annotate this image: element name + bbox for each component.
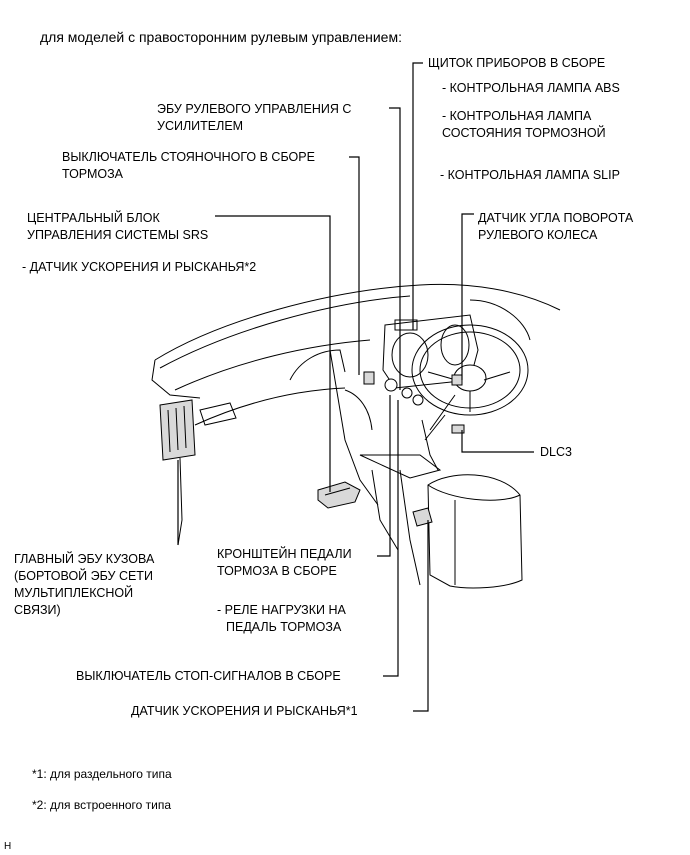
label-parking-brake-line2: ТОРМОЗА — [62, 167, 124, 181]
label-yaw-sensor-1: ДАТЧИК УСКОРЕНИЯ И РЫСКАНЬЯ*1 — [131, 704, 358, 718]
label-eps-ecu-line1: ЭБУ РУЛЕВОГО УПРАВЛЕНИЯ С — [157, 102, 352, 116]
label-body-ecu-line3: МУЛЬТИПЛЕКСНОЙ — [14, 586, 134, 600]
srs-center-unit-shape — [317, 481, 361, 509]
label-srs-line1: ЦЕНТРАЛЬНЫЙ БЛОК — [27, 211, 160, 225]
dashboard-outline — [151, 283, 561, 586]
footnote-1: *1: для раздельного типа — [32, 767, 172, 781]
column-parts-shape — [363, 371, 465, 434]
label-pedal-bracket-line1: КРОНШТЕЙН ПЕДАЛИ — [217, 547, 352, 561]
label-load-relay-line2: ПЕДАЛЬ ТОРМОЗА — [226, 620, 342, 634]
corner-mark: H — [4, 841, 12, 852]
label-pedal-bracket-line2: ТОРМОЗА В СБОРЕ — [217, 564, 337, 578]
label-steering-sensor-line1: ДАТЧИК УГЛА ПОВОРОТА — [478, 211, 634, 225]
label-slip-lamp: - КОНТРОЛЬНАЯ ЛАМПА SLIP — [440, 168, 620, 182]
main-body-ecu-shape — [159, 399, 196, 461]
center-console-shape — [427, 474, 523, 589]
label-body-ecu-line2: (БОРТОВОЙ ЭБУ СЕТИ — [14, 569, 153, 583]
combination-meter-shape — [382, 314, 479, 389]
label-yaw-sensor-2: - ДАТЧИК УСКОРЕНИЯ И РЫСКАНЬЯ*2 — [22, 260, 257, 274]
yaw-sensor-shape — [412, 507, 433, 527]
label-abs-lamp: - КОНТРОЛЬНАЯ ЛАМПА ABS — [442, 81, 620, 95]
label-body-ecu-line4: СВЯЗИ) — [14, 603, 61, 617]
label-brake-lamp-line1: - КОНТРОЛЬНАЯ ЛАМПА — [442, 109, 592, 123]
label-eps-ecu-line2: УСИЛИТЕЛЕМ — [157, 119, 244, 133]
label-dlc3: DLC3 — [540, 445, 572, 459]
leader-lines — [177, 62, 534, 712]
label-brake-lamp-line2: СОСТОЯНИЯ ТОРМОЗНОЙ — [442, 126, 606, 140]
label-combination-meter: ЩИТОК ПРИБОРОВ В СБОРЕ — [428, 56, 606, 70]
label-steering-sensor-line2: РУЛЕВОГО КОЛЕСА — [478, 228, 598, 242]
label-parking-brake-line1: ВЫКЛЮЧАТЕЛЬ СТОЯНОЧНОГО В СБОРЕ — [62, 150, 315, 164]
label-body-ecu-line1: ГЛАВНЫЙ ЭБУ КУЗОВА — [14, 552, 155, 566]
diagram-heading: для моделей с правосторонним рулевым упр… — [40, 29, 402, 45]
footnote-2: *2: для встроенного типа — [32, 798, 172, 812]
label-load-relay-line1: - РЕЛЕ НАГРУЗКИ НА — [217, 603, 346, 617]
label-srs-line2: УПРАВЛЕНИЯ СИСТЕМЫ SRS — [27, 228, 209, 242]
label-stop-switch: ВЫКЛЮЧАТЕЛЬ СТОП-СИГНАЛОВ В СБОРЕ — [76, 669, 341, 683]
